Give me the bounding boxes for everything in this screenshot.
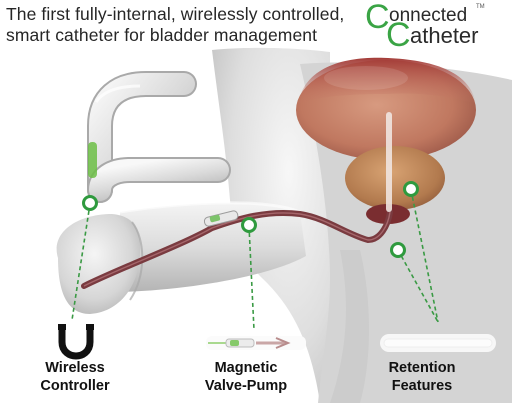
logo-word-1: onnected	[389, 5, 467, 26]
connected-catheter-logo: C onnected TM C atheter	[365, 0, 485, 48]
callout-wireless-line-2: Controller	[40, 378, 110, 394]
bladder	[296, 57, 476, 160]
callout-valve-line-1: Magnetic	[214, 360, 278, 376]
callout-retention-features: Retention Features	[366, 359, 478, 395]
valve-pump-icon	[206, 336, 306, 350]
penis-shaft	[119, 201, 306, 292]
logo-initial-2: C	[386, 16, 411, 48]
catheter-tube	[81, 112, 393, 289]
marker-wireless-controller	[82, 195, 98, 211]
callout-magnetic-valve-pump: Magnetic Valve-Pump	[178, 359, 314, 395]
callout-wireless-controller: Wireless Controller	[20, 359, 130, 395]
leader-lines	[71, 189, 439, 331]
callout-retention-line-2: Features	[391, 378, 453, 394]
callout-retention-line-1: Retention	[388, 360, 456, 376]
horseshoe-magnet-icon	[58, 324, 94, 360]
headline-line-2: smart catheter for bladder management	[6, 25, 318, 45]
logo-trademark: TM	[476, 4, 485, 10]
retention-tube-icon	[380, 334, 496, 352]
wireless-controller-device	[87, 71, 231, 203]
callout-wireless-line-1: Wireless	[45, 360, 105, 376]
prostate	[345, 146, 445, 224]
marker-valve-pump	[241, 217, 257, 233]
marker-retention-upper	[403, 181, 419, 197]
logo-initial-1: C	[365, 0, 390, 36]
logo-word-2: atheter	[410, 23, 479, 48]
callout-valve-line-2: Valve-Pump	[204, 378, 288, 394]
headline: The first fully-internal, wirelessly con…	[6, 4, 344, 46]
headline-line-1: The first fully-internal, wirelessly con…	[6, 4, 345, 24]
marker-retention-lower	[390, 242, 406, 258]
